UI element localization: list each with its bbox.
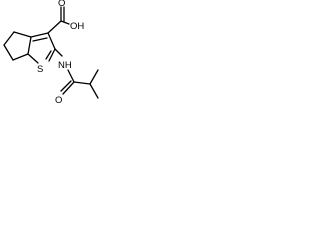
- carboxyl-oh-label: OH: [70, 21, 84, 32]
- bond-amide-2: [67, 69, 75, 83]
- amide-nh-label: NH: [58, 60, 72, 71]
- bond-cp-3: [12, 53, 29, 61]
- bond-ipr-1: [73, 81, 91, 85]
- bond-cp-1: [3, 31, 15, 46]
- bond-th-1: [30, 32, 49, 38]
- sulfur-label: S: [37, 64, 43, 75]
- bond-acid-1: [47, 20, 62, 34]
- molecule-diagram: OH O S NH O: [0, 0, 107, 119]
- bond-amide-1: [54, 48, 63, 57]
- bond-cp-4: [27, 36, 32, 55]
- bond-th-3b: [45, 50, 52, 60]
- bond-amide-3b: [60, 80, 72, 92]
- bond-th-3: [48, 48, 56, 62]
- bond-th-2: [47, 32, 56, 50]
- bond-acid-3: [60, 20, 70, 25]
- structure-svg: OH O S NH O: [3, 0, 99, 106]
- bond-amide-3: [62, 81, 75, 95]
- carbonyl-o-label: O: [58, 0, 65, 9]
- bond-th-4: [27, 53, 39, 64]
- amide-o-label: O: [55, 95, 62, 106]
- bond-ipr-3: [89, 83, 99, 99]
- bond-th-1b: [32, 37, 48, 42]
- bond-cp-2: [3, 44, 14, 61]
- bond-cp-5: [13, 31, 32, 38]
- bond-ipr-2: [89, 69, 99, 85]
